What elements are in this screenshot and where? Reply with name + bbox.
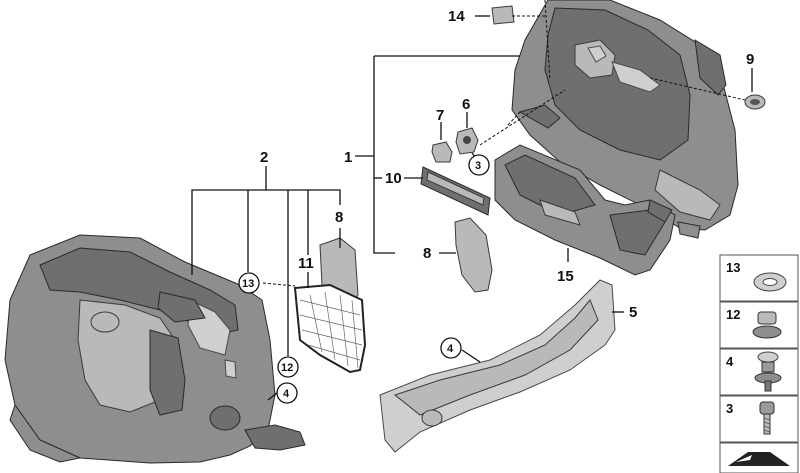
callout-6: 6 [462,96,470,113]
fastener-legend: 13 12 4 3 [719,254,799,473]
grommet-9 [744,94,766,110]
callout-11: 11 [298,255,314,272]
right-side-trim-panel [511,0,739,239]
callout-1: 1 [344,149,352,166]
legend-cell-3 [719,395,799,443]
callout-14: 14 [448,8,465,25]
legend-label-12: 12 [726,307,740,322]
luggage-net-11 [293,283,367,374]
arrow-icon [728,452,790,466]
circled-callouts: 3 4 4 12 13 [238,154,490,404]
clip-7 [431,141,453,163]
callout-7: 7 [436,107,444,124]
circled-callout-13: 13 [242,278,254,290]
callout-8-right: 8 [423,245,431,262]
legend-cell-12 [719,301,799,349]
left-side-trim-panel [4,234,306,464]
legend-label-4: 4 [726,354,734,369]
clip-14 [491,5,515,25]
circled-callout-12: 12 [281,362,293,374]
leader-lines [191,0,753,401]
callout-10: 10 [385,170,402,187]
legend-label-3: 3 [726,401,733,416]
callout-5: 5 [629,304,637,321]
circled-callout-3: 3 [475,160,481,172]
floor-cover-5 [379,279,616,453]
callout-labels: 1 2 5 6 7 8 8 9 10 11 14 15 [260,8,754,321]
callout-8-left: 8 [335,209,343,226]
bracket-6 [455,127,479,155]
callout-2: 2 [260,149,268,166]
callout-9: 9 [746,51,754,68]
legend-label-13: 13 [726,260,740,275]
cover-plate-10-inner [426,171,485,206]
cover-panel-8-right [454,217,493,293]
circled-callout-4-left: 4 [283,388,290,400]
callout-15: 15 [557,268,574,285]
circled-callout-4-bottom: 4 [447,343,454,355]
storage-tray-15 [494,144,676,276]
